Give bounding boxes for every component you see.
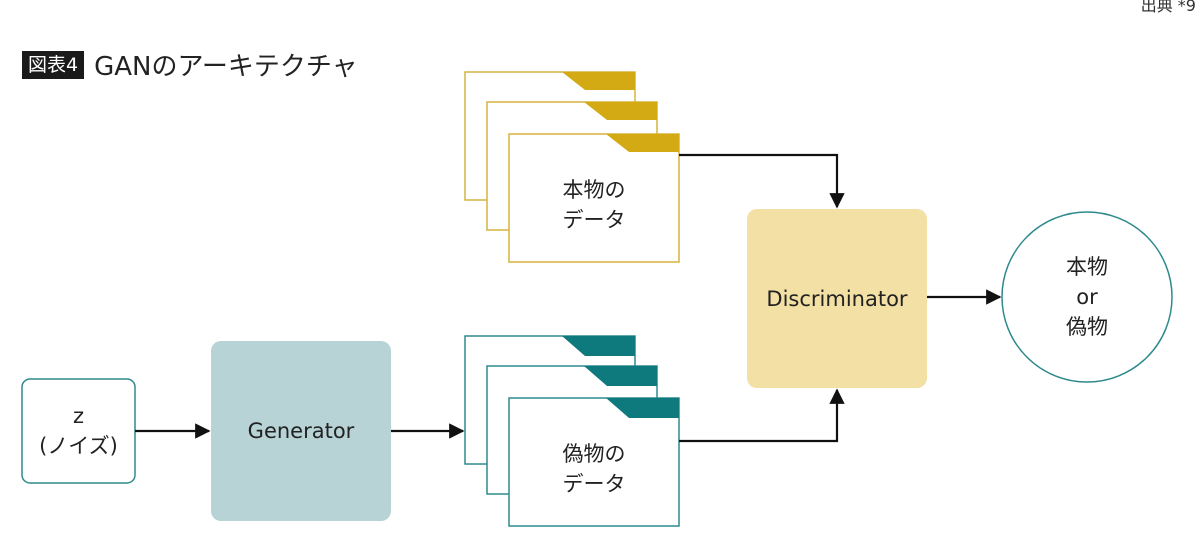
- source-note: 出典 *9: [1140, 0, 1196, 15]
- fake-data-stack: [464, 335, 680, 527]
- fake-data-folder-tab-front: [606, 398, 679, 418]
- arrow-real-data-to-discriminator: [679, 153, 845, 209]
- arrow-fake-data-to-discriminator: [679, 388, 845, 443]
- fake-data-sheet-front: [508, 397, 680, 527]
- real-data-folder-tab-back: [562, 72, 635, 90]
- real-data-folder-tab-front: [606, 134, 679, 152]
- real-data-stack: [464, 71, 680, 263]
- noise-input-box: [21, 378, 136, 484]
- figure-title-text: GANのアーキテクチャ: [94, 52, 358, 82]
- figure-title: 図表4 GANのアーキテクチャ: [22, 46, 358, 83]
- real-data-sheet-front: [508, 133, 680, 263]
- fake-data-folder-tab-back: [562, 336, 635, 356]
- real-data-folder-tab-middle: [584, 102, 657, 120]
- generator-box: [211, 341, 391, 521]
- arrows: [135, 153, 1002, 443]
- discriminator-box: [747, 209, 927, 388]
- fake-data-folder-tab-middle: [584, 366, 657, 386]
- output-circle: [1001, 211, 1173, 383]
- figure-number-badge: 図表4: [22, 50, 85, 79]
